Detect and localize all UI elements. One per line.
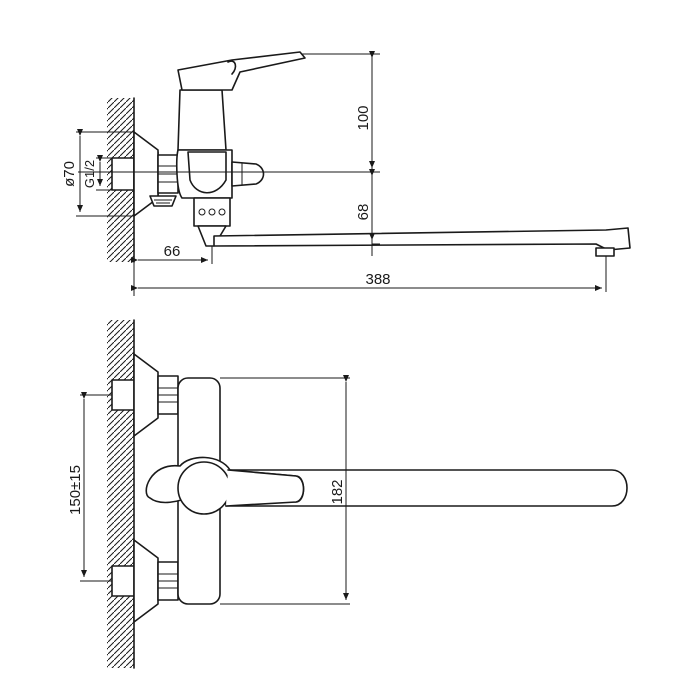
housing-cutout — [187, 151, 227, 194]
dim-diameter-label: ø70 — [61, 161, 78, 187]
mixer-housing-side — [176, 149, 233, 199]
inlet-pipe-upper — [111, 379, 135, 411]
front-view: 182 150±15 — [67, 319, 628, 669]
handle-joint — [227, 60, 237, 75]
dim-388-label: 388 — [365, 271, 390, 288]
dim-68-label: 68 — [355, 204, 372, 221]
inlet-pipe-lower — [111, 565, 135, 597]
dim-100-label: 100 — [355, 105, 372, 130]
cartridge-cap — [177, 461, 231, 515]
side-view: 100 68 ø70 G1/2 66 388 — [61, 51, 631, 296]
spout-side — [213, 227, 631, 251]
lever-handle-side — [177, 51, 306, 91]
inlet-pipe-side — [111, 157, 135, 191]
body-column-side — [177, 89, 227, 151]
dim-182-label: 182 — [329, 479, 346, 504]
lever-arm — [225, 469, 305, 507]
flange-lower — [133, 539, 159, 623]
eccentric-fitting — [149, 195, 177, 207]
flange-upper — [133, 353, 159, 437]
aerator-side — [595, 247, 615, 257]
spout-top — [225, 469, 628, 507]
diverter-knob — [231, 161, 265, 187]
dim-spacing-label: 150±15 — [67, 465, 84, 515]
dim-thread-label: G1/2 — [82, 160, 97, 188]
wall-hatch-bottom — [107, 320, 134, 668]
dim-66-label: 66 — [164, 243, 181, 260]
